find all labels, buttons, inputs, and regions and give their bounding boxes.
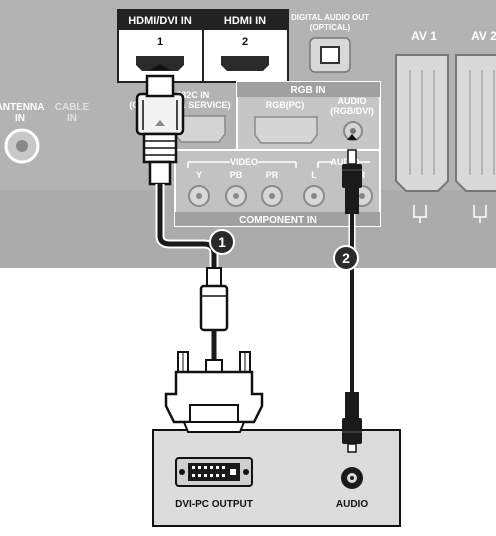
step-2-number: 2 <box>342 250 350 266</box>
av2-scart-icon <box>455 54 496 192</box>
rgb-pc-label: RGB(PC) <box>266 100 305 110</box>
step-1-number: 1 <box>218 234 226 250</box>
component-video-label: VIDEO <box>230 157 258 167</box>
device-audio-label: AUDIO <box>336 499 368 510</box>
rgb-audio-sublabel: (RGB/DVI) <box>330 106 374 116</box>
hdmi-port-2-socket <box>221 56 269 71</box>
digital-audio-out-sublabel: (OPTICAL) <box>310 23 351 32</box>
digital-audio-out-label: DIGITAL AUDIO OUT <box>291 13 369 22</box>
dvi-pc-output-label: DVI-PC OUTPUT <box>175 499 253 510</box>
dvi-pc-output-port: DVI-PC OUTPUT <box>175 457 253 510</box>
digital-audio-out: DIGITAL AUDIO OUT (OPTICAL) <box>291 13 369 73</box>
device-audio-jack: AUDIO <box>336 467 368 510</box>
component-audio-label: AUDIO <box>331 157 360 167</box>
antenna-cable-inputs: ANTENNA IN CABLE IN <box>0 102 90 164</box>
hdmi-port-1-number: 1 <box>157 36 163 48</box>
audio-cable <box>342 134 362 453</box>
component-in-label: COMPONENT IN <box>239 215 317 226</box>
cable-label: CABLE <box>55 102 90 113</box>
component-r-label: R <box>359 170 366 180</box>
rgb-in-block: RGB IN RGB(PC) AUDIO (RGB/DVI) <box>236 81 381 155</box>
rs232c-label: RS-232C IN <box>161 90 210 100</box>
step-1-badge: 1 <box>209 229 235 255</box>
cable-in-label: IN <box>67 113 77 124</box>
av1-label: AV 1 <box>411 29 437 43</box>
optical-port-icon <box>320 46 340 64</box>
hdmi-port-1-socket <box>136 56 184 71</box>
hdmi-in-label: HDMI IN <box>224 15 266 27</box>
av-scart-ports: AV 1 AV 2 <box>395 29 496 223</box>
component-pb-label: PB <box>230 170 243 180</box>
component-l-label: L <box>311 170 317 180</box>
component-y-label: Y <box>196 170 202 180</box>
step-2-badge: 2 <box>333 245 359 271</box>
hdmi-ports-block: HDMI/DVI IN HDMI IN 1 2 <box>117 9 289 83</box>
hdmi-dvi-in-label: HDMI/DVI IN <box>128 15 192 27</box>
rgb-audio-label: AUDIO <box>338 96 367 106</box>
rgb-pc-socket-icon <box>254 116 318 144</box>
rgb-in-label: RGB IN <box>291 85 326 96</box>
antenna-label: ANTENNA <box>0 102 44 113</box>
hdmi-port-2-number: 2 <box>242 36 248 48</box>
av2-label: AV 2 <box>471 29 496 43</box>
antenna-in-label: IN <box>15 113 25 124</box>
component-pr-label: PR <box>266 170 279 180</box>
